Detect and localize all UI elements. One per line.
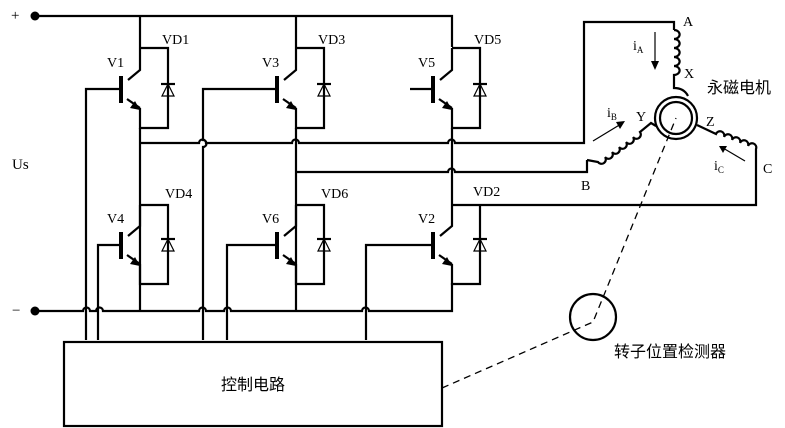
current-arrow-ib <box>592 121 625 142</box>
emitter-arrow-icon <box>442 101 452 110</box>
phase-b-line <box>294 128 589 311</box>
motor-stator-ring <box>653 95 699 141</box>
terminal-a-label: A <box>683 15 694 30</box>
diode-vd3-icon <box>317 82 331 97</box>
switch-v3 <box>201 46 331 340</box>
phase-a-line <box>138 20 676 311</box>
dc-negative-rail <box>30 283 454 316</box>
emitter-arrow-icon <box>286 257 296 266</box>
diode-vd1-icon <box>161 82 175 97</box>
diode-label-vd5: VD5 <box>474 33 501 48</box>
switch-label-v5: V5 <box>418 56 435 71</box>
control-circuit-box <box>62 340 444 428</box>
motor-title: 永磁电机 <box>707 78 771 97</box>
terminal-b-label: B <box>581 179 590 194</box>
rotor-position-sensor <box>568 292 618 342</box>
switch-v2 <box>364 205 487 340</box>
diode-label-vd2: VD2 <box>473 185 500 200</box>
current-label-ia: iA <box>633 39 644 55</box>
dc-positive-rail <box>30 11 454 48</box>
sensor-dashed-link <box>441 117 677 389</box>
motor-rotor-ring <box>658 100 694 136</box>
switch-label-v3: V3 <box>262 56 279 71</box>
switch-label-v4: V4 <box>107 212 124 227</box>
terminal-c-label: C <box>763 162 772 177</box>
negative-label: − <box>12 303 20 319</box>
diode-label-vd4: VD4 <box>165 187 192 202</box>
positive-label: + <box>11 8 19 24</box>
emitter-arrow-icon <box>130 101 140 110</box>
motor <box>586 28 758 165</box>
diode-label-vd6: VD6 <box>321 187 348 202</box>
current-arrow-ic <box>719 146 746 162</box>
emitter-arrow-icon <box>442 257 452 266</box>
switch-v6 <box>225 203 331 340</box>
emitter-arrow-icon <box>286 101 296 110</box>
diode-vd4-icon <box>161 237 175 252</box>
switch-label-v1: V1 <box>107 56 124 71</box>
switch-label-v6: V6 <box>262 212 279 227</box>
diode-vd6-icon <box>317 237 331 252</box>
rotor-sensor-label: 转子位置检测器 <box>614 342 726 361</box>
current-label-ic: iC <box>714 159 724 175</box>
terminal-z-label: Z <box>706 115 715 130</box>
switch-v5 <box>410 46 487 130</box>
diode-vd2-icon <box>473 237 487 252</box>
terminal-y-label: Y <box>636 110 646 125</box>
supply-voltage-label: Us <box>12 157 29 173</box>
current-arrow-ia <box>651 32 659 70</box>
diode-label-vd3: VD3 <box>318 33 345 48</box>
current-label-ib: iB <box>607 106 617 122</box>
switch-label-v2: V2 <box>418 212 435 227</box>
emitter-arrow-icon <box>130 257 140 266</box>
phase-c-line <box>450 128 758 207</box>
control-circuit-label: 控制电路 <box>221 375 285 394</box>
switch-v4 <box>96 203 175 340</box>
diode-label-vd1: VD1 <box>162 33 189 48</box>
switch-v1 <box>84 46 175 340</box>
terminal-x-label: X <box>684 67 694 82</box>
diode-vd5-icon <box>473 82 487 97</box>
